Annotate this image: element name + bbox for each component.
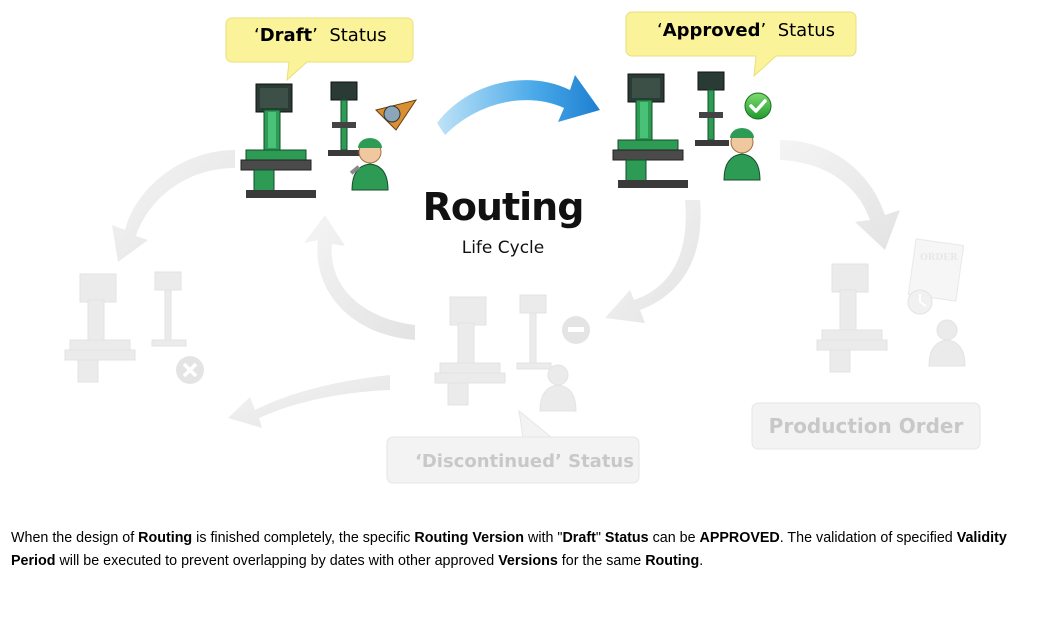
milling-machine-icon [240, 83, 316, 198]
description-text: When the design of Routing is finished c… [11, 530, 1007, 569]
draft-status-label: ‘Draft’ Status [254, 25, 387, 46]
discontinued-callout [386, 409, 640, 484]
worker-icon [349, 138, 389, 191]
drill-press-icon [695, 71, 729, 146]
discontinued-status-label: ‘Discontinued’ Status [415, 451, 634, 472]
diagram-canvas: ORDER [64, 11, 981, 484]
draft-icon [375, 99, 418, 131]
drill-press-icon [328, 81, 362, 156]
check-icon [744, 92, 772, 120]
faded-arrows [112, 140, 900, 428]
draft-status-word: Status [329, 25, 387, 46]
remove-icon [176, 356, 204, 384]
diagram-title: Routing [422, 185, 585, 229]
approved-status-word: Status [777, 20, 836, 41]
worker-icon [723, 128, 761, 181]
clock-icon [907, 289, 933, 315]
machine-approved [612, 71, 772, 188]
approve-arrow [437, 75, 600, 135]
draft-status-name: Draft [259, 25, 313, 46]
svg-text:ORDER: ORDER [920, 253, 958, 263]
order-document-icon: ORDER [907, 238, 965, 302]
minus-icon [562, 316, 590, 344]
machine-production: ORDER [816, 238, 966, 373]
approved-status-label: ‘Approved’ Status [657, 20, 836, 41]
machine-draft [240, 81, 418, 198]
production-order-label: Production Order [768, 414, 964, 438]
milling-machine-icon [612, 73, 688, 188]
draft-callout [225, 17, 414, 82]
diagram-subtitle: Life Cycle [461, 238, 545, 258]
machine-removed [64, 271, 204, 384]
production-order-box [751, 402, 981, 450]
approved-callout [625, 11, 857, 78]
approved-status-name: Approved [662, 20, 761, 41]
lifecycle-diagram: ORDER ‘Draft’ Status ‘Approved’ Status ‘… [64, 11, 981, 484]
machine-discontinued [434, 294, 590, 412]
